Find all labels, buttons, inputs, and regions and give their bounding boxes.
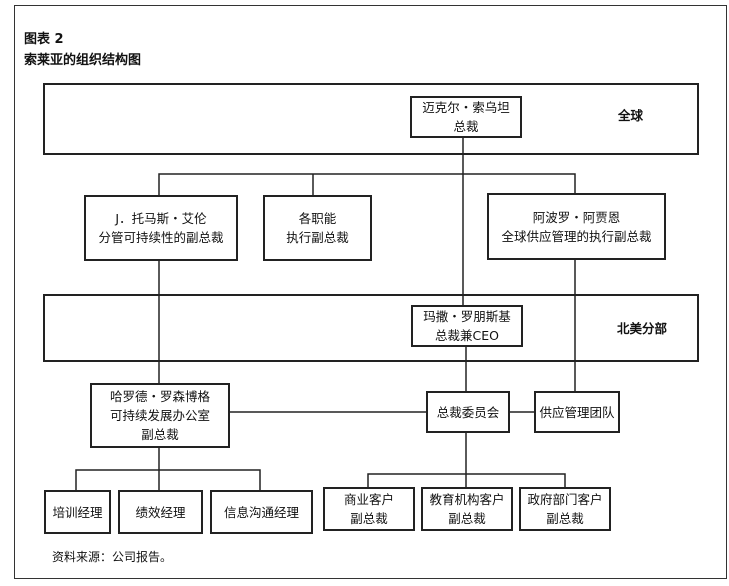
north-america-band: [43, 294, 699, 362]
node-title: 副总裁: [448, 511, 486, 526]
node-na-ceo: 玛撒・罗朋斯基 总裁兼CEO: [411, 305, 523, 347]
node-title: 副总裁: [141, 427, 179, 442]
node-name: 玛撒・罗朋斯基: [423, 309, 511, 324]
node-name: 迈克尔・索乌坦: [422, 100, 510, 115]
node-name: 阿波罗・阿贾恩: [532, 209, 621, 225]
node-supply-team: 供应管理团队: [534, 391, 620, 433]
node-performance-manager: 绩效经理: [118, 490, 203, 534]
node-label: 绩效经理: [135, 504, 186, 520]
node-label: 总裁委员会: [436, 404, 500, 420]
connector: [75, 469, 261, 490]
node-president-committee: 总裁委员会: [426, 391, 510, 433]
node-title: 副总裁: [546, 511, 584, 526]
north-america-band-label: 北美分部: [617, 321, 668, 336]
node-title: 副总裁: [350, 511, 388, 526]
node-vp-sustainability: J．托马斯・艾伦 分管可持续性的副总裁: [84, 195, 238, 261]
node-communications-manager: 信息沟通经理: [210, 490, 313, 534]
node-dept: 教育机构客户: [429, 492, 505, 507]
node-name: 各职能: [298, 211, 337, 226]
node-title: 执行副总裁: [286, 230, 349, 245]
node-evp-functions: 各职能 执行副总裁: [263, 195, 372, 261]
node-dept: 可持续发展办公室: [109, 408, 210, 423]
node-label: 信息沟通经理: [223, 504, 299, 520]
node-title: 总裁兼CEO: [435, 328, 499, 343]
node-vp-education: 教育机构客户 副总裁: [421, 487, 513, 531]
node-evp-supply: 阿波罗・阿贾恩 全球供应管理的执行副总裁: [487, 193, 666, 260]
source-note: 资料来源：公司报告。: [52, 550, 173, 564]
node-vp-commercial: 商业客户 副总裁: [323, 487, 415, 531]
node-dept: 商业客户: [343, 492, 394, 507]
figure-title: 索莱亚的组织结构图: [24, 53, 142, 68]
node-title: 总裁: [453, 119, 479, 134]
node-training-manager: 培训经理: [44, 490, 111, 534]
global-band: [43, 83, 699, 155]
figure-frame: [14, 5, 727, 579]
node-title: 分管可持续性的副总裁: [98, 230, 224, 245]
connector: [158, 173, 576, 196]
node-name: 哈罗德・罗森博格: [109, 389, 210, 404]
node-vp-government: 政府部门客户 副总裁: [519, 487, 611, 531]
figure-label: 图表 2: [24, 32, 64, 47]
node-global-president: 迈克尔・索乌坦 总裁: [410, 96, 522, 138]
node-name: J．托马斯・艾伦: [115, 211, 207, 226]
node-label: 培训经理: [52, 504, 103, 520]
node-vp-sustainability-office: 哈罗德・罗森博格 可持续发展办公室 副总裁: [90, 383, 230, 448]
node-dept: 政府部门客户: [527, 492, 603, 507]
node-label: 供应管理团队: [539, 404, 615, 420]
connector: [367, 473, 566, 488]
global-band-label: 全球: [618, 108, 644, 123]
node-title: 全球供应管理的执行副总裁: [501, 228, 652, 244]
